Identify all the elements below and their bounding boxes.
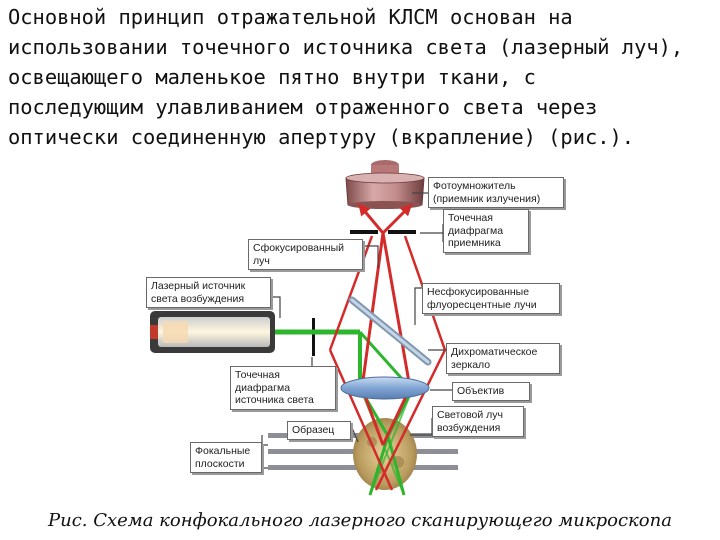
label-laser-source: Лазерный источник света возбуждения	[146, 277, 271, 308]
label-focal-planes: Фокальные плоскости	[190, 442, 262, 473]
intro-line: последующим улавливанием отраженного све…	[8, 95, 598, 119]
label-dichroic-mirror: Дихроматическое зеркало	[446, 343, 560, 374]
label-objective: Объектив	[452, 382, 530, 401]
photomultiplier-tube	[345, 160, 425, 209]
laser-source	[150, 311, 275, 353]
diagram-canvas	[150, 160, 458, 496]
label-excitation-beam: Световой луч возбуждения	[432, 406, 524, 437]
label-detector-pinhole: Точечная диафрагма приемника	[443, 209, 529, 253]
label-sample: Образец	[287, 421, 351, 440]
objective-lens	[340, 376, 430, 400]
confocal-microscope-diagram: Фотоумножитель (приемник излучения) Точе…	[0, 150, 720, 510]
label-source-pinhole: Точечная диафрагма источника света	[230, 366, 336, 410]
label-photomultiplier: Фотоумножитель (приемник излучения)	[428, 177, 564, 208]
intro-line: Основной принцип отражательной КЛСМ осно…	[8, 5, 573, 29]
figure-caption: Рис. Схема конфокального лазерного скани…	[48, 510, 672, 531]
source-pinhole-plate	[312, 318, 315, 356]
label-unfocused-rays: Несфокусированные флуоресцентные лучи	[422, 283, 560, 314]
intro-line: освещающего маленькое пятно внутри ткани…	[8, 65, 536, 89]
dichroic-mirror	[348, 296, 432, 366]
intro-line: использовании точечного источника света …	[8, 35, 684, 59]
intro-line: оптически соединенную апертуру (вкраплен…	[8, 125, 635, 149]
detector-pinhole-plate	[350, 230, 416, 234]
label-focused-beam: Сфокусированный луч	[248, 239, 363, 270]
intro-paragraph: Основной принцип отражательной КЛСМ осно…	[8, 2, 714, 152]
